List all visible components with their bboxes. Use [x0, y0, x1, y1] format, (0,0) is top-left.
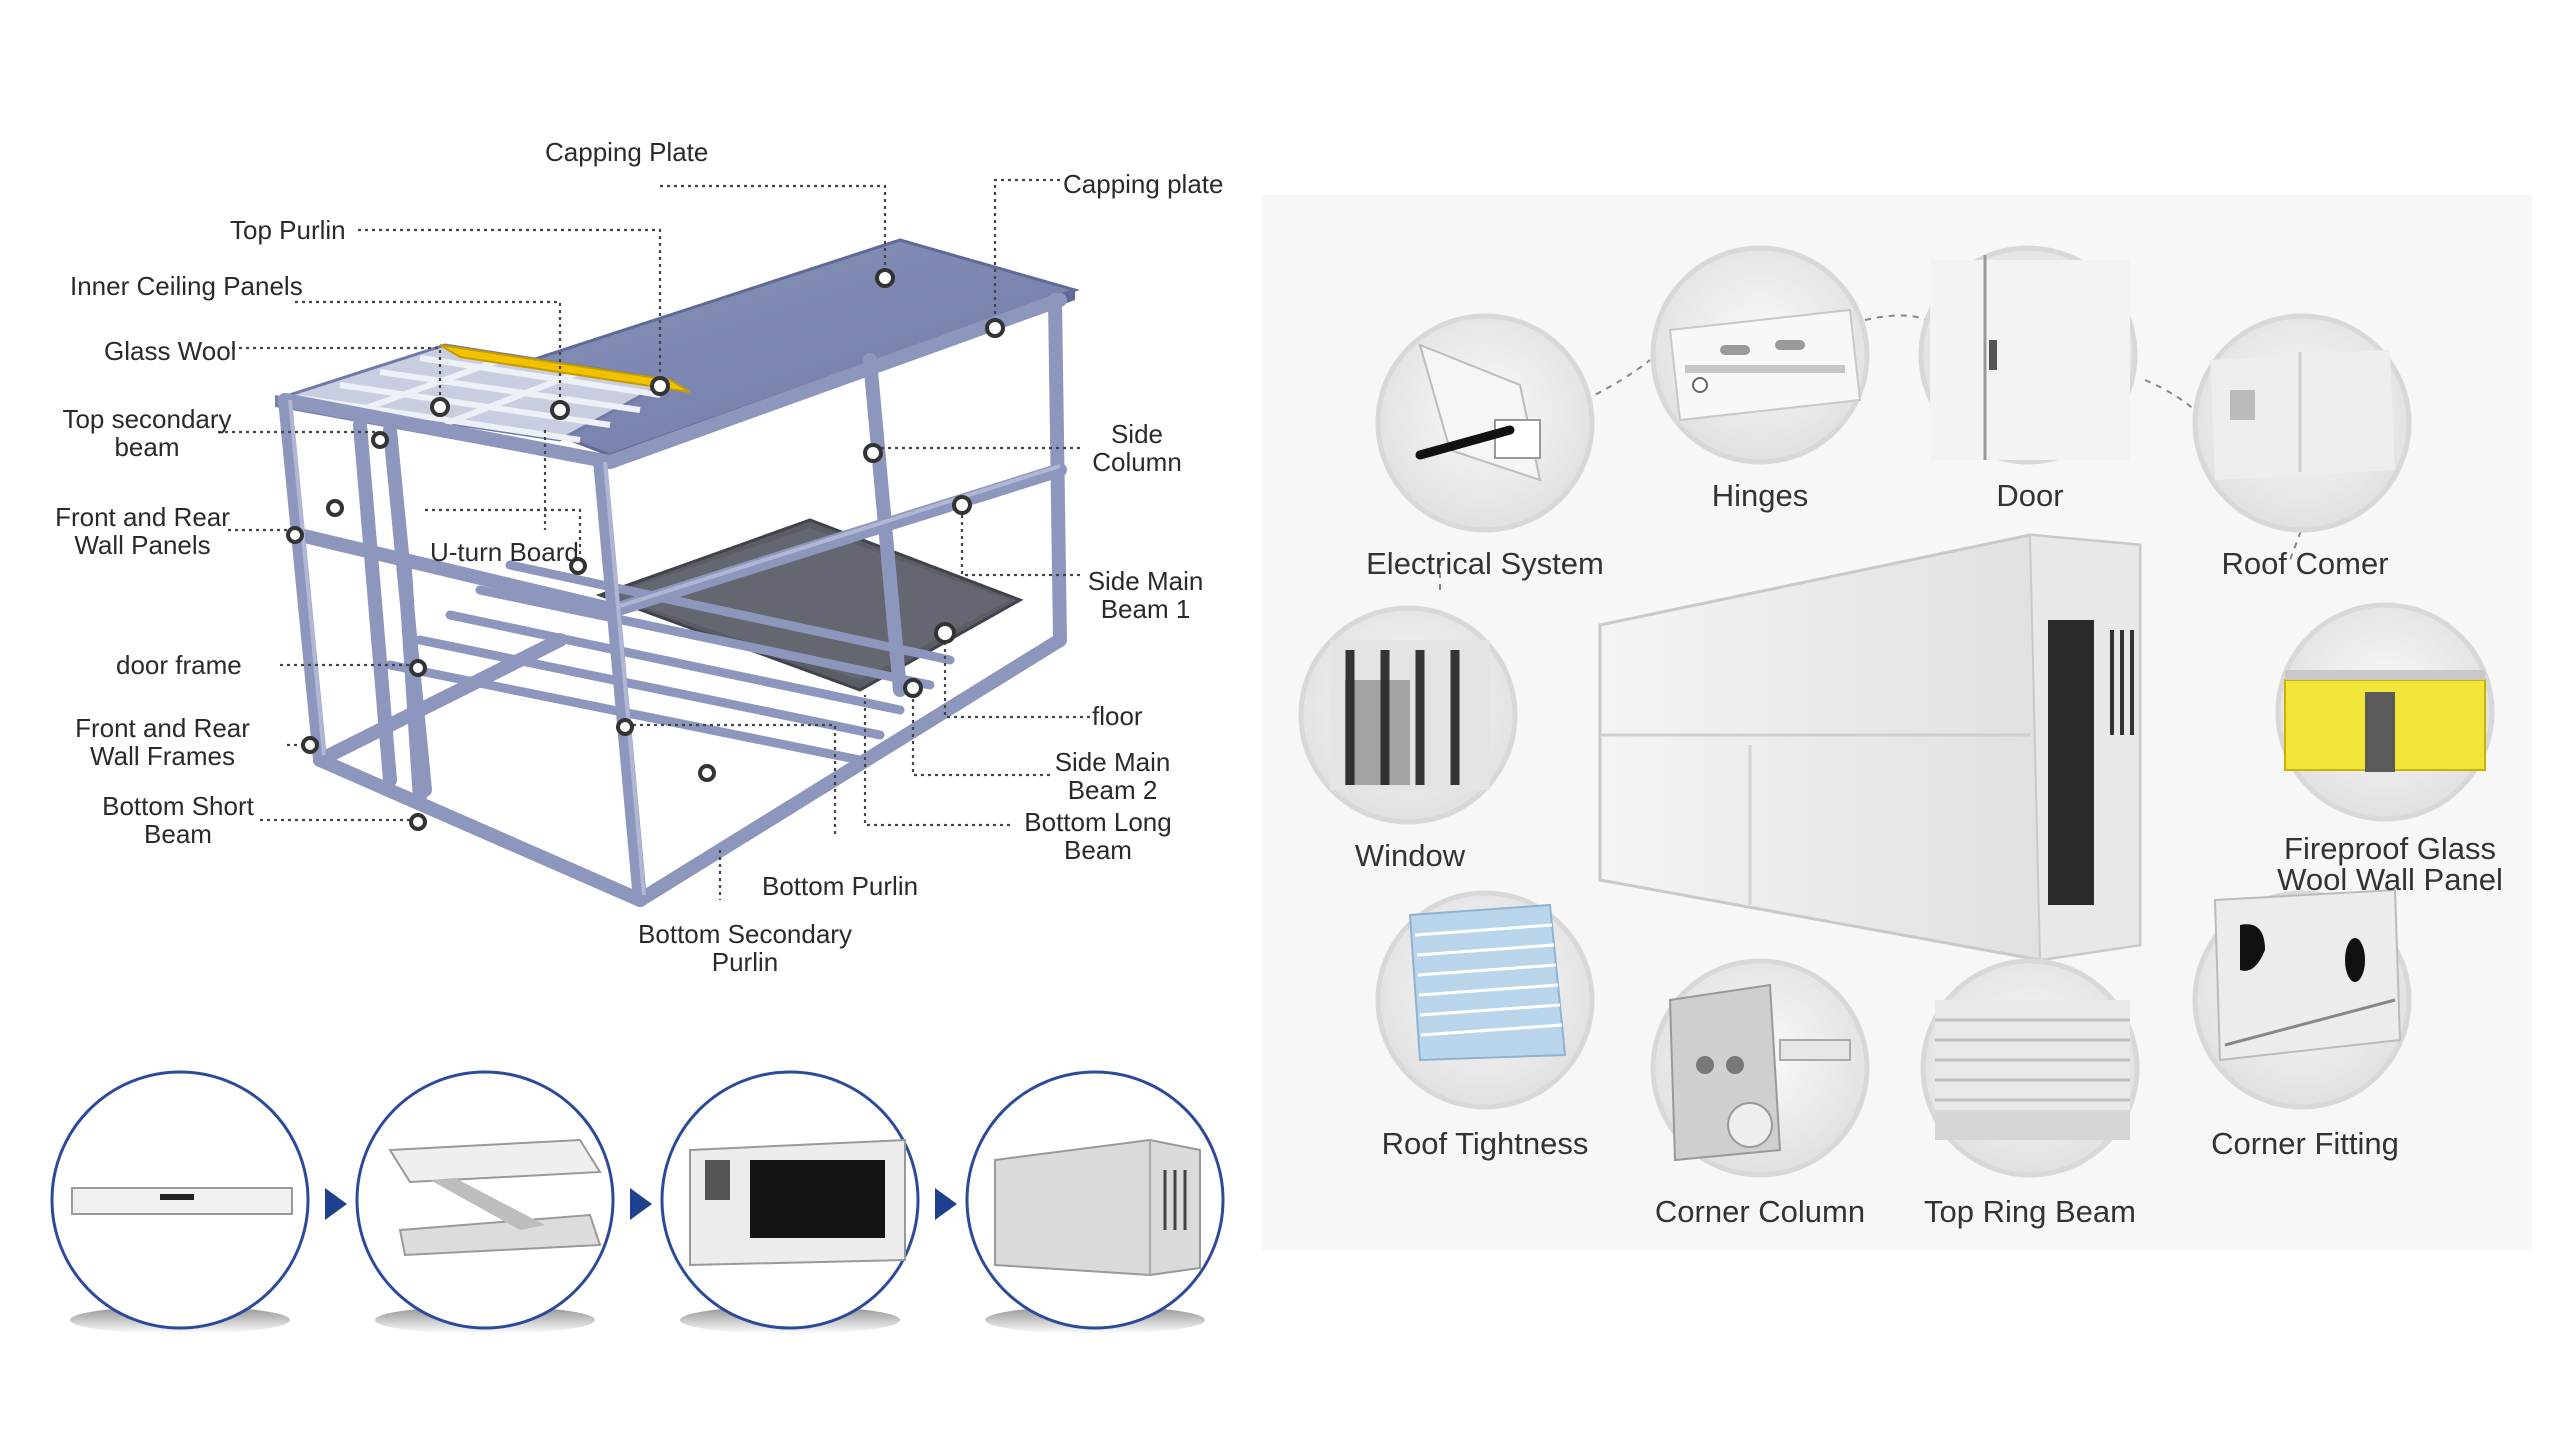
label-capping-plate-right: Capping plate: [1063, 169, 1224, 199]
step-arrow-3: [935, 1188, 957, 1220]
container-frame-diagram: [275, 238, 1080, 907]
label-door-frame: door frame: [116, 650, 242, 680]
label-floor: floor: [1092, 701, 1143, 731]
label-top-secondary-beam-line2: beam: [114, 432, 180, 462]
fold-step-1: [50, 1070, 310, 1334]
label-side-main-beam1-line2: Beam 1: [1100, 594, 1191, 624]
part-circles: [1298, 245, 2495, 1178]
part-label-roof-tightness: Roof Tightness: [1381, 1126, 1589, 1161]
label-wall-frames-line2: Wall Frames: [90, 741, 235, 771]
label-side-column-line1: Side: [1110, 419, 1164, 449]
corner-fitting-photo: [2192, 888, 2412, 1110]
hinges-photo: [1650, 245, 1870, 465]
label-bottom-secondary-purlin-line1: Bottom Secondary: [638, 919, 852, 949]
label-side-main-beam1-line1: Side Main: [1087, 566, 1204, 596]
fireproof-wall-panel-photo: [2275, 602, 2495, 822]
step-arrow-2: [630, 1188, 652, 1220]
door-photo: [1918, 245, 2138, 465]
label-wall-panels-line2: Wall Panels: [74, 530, 211, 560]
part-label-door: Door: [1996, 478, 2064, 513]
fold-step-3: [660, 1070, 920, 1334]
label-inner-ceiling-panels: Inner Ceiling Panels: [70, 271, 303, 301]
label-capping-plate-top: Capping Plate: [545, 137, 709, 167]
label-bottom-short-beam: Bottom Short Beam: [88, 792, 268, 848]
label-top-secondary-beam: Top secondary beam: [52, 405, 242, 461]
label-side-main-beam-2: Side Main Beam 2: [1050, 748, 1175, 804]
fold-step-4: [965, 1070, 1225, 1334]
folding-steps: [50, 1070, 1225, 1334]
part-label-roof-corner: Roof Comer: [2221, 546, 2389, 581]
corner-column-photo: [1650, 958, 1870, 1178]
electrical-system-photo: [1375, 313, 1595, 533]
part-label-fireproof-line2: Wool Wall Panel: [2277, 862, 2503, 897]
label-bottom-short-beam-line2: Beam: [144, 819, 212, 849]
label-bottom-long-beam-line1: Bottom Long: [1024, 807, 1172, 837]
roof-corner-photo: [2192, 313, 2412, 533]
part-label-fireproof-panel: Fireproof Glass Wool Wall Panel: [2240, 833, 2540, 895]
label-bottom-purlin: Bottom Purlin: [762, 871, 919, 901]
label-bottom-secondary-purlin-line2: Purlin: [711, 947, 779, 977]
label-bottom-short-beam-line1: Bottom Short: [102, 791, 254, 821]
part-label-window: Window: [1354, 838, 1466, 873]
part-label-corner-fitting: Corner Fitting: [2211, 1126, 2399, 1161]
part-label-hinges: Hinges: [1711, 478, 1809, 513]
label-wall-frames-line1: Front and Rear: [75, 713, 250, 743]
step-arrow-1: [325, 1188, 347, 1220]
label-side-main-beam-1: Side Main Beam 1: [1083, 567, 1208, 623]
label-side-column: Side Column: [1082, 420, 1192, 476]
label-side-main-beam2-line1: Side Main: [1054, 747, 1171, 777]
label-bottom-long-beam-line2: Beam: [1064, 835, 1132, 865]
part-label-top-ring-beam: Top Ring Beam: [1924, 1194, 2136, 1229]
label-front-rear-wall-panels: Front and Rear Wall Panels: [50, 503, 235, 559]
center-container: [1598, 533, 2142, 962]
glass-wool-strip: [439, 344, 691, 393]
leader-markers: [286, 268, 1005, 831]
label-top-purlin: Top Purlin: [230, 215, 346, 245]
label-wall-panels-line1: Front and Rear: [55, 502, 230, 532]
part-label-corner-column: Corner Column: [1654, 1194, 1866, 1229]
label-front-rear-wall-frames: Front and Rear Wall Frames: [70, 714, 255, 770]
window-photo: [1298, 605, 1518, 825]
leader-lines: [218, 178, 1090, 900]
label-side-column-line2: Column: [1092, 447, 1182, 477]
label-bottom-secondary-purlin: Bottom Secondary Purlin: [630, 920, 860, 976]
label-bottom-long-beam: Bottom Long Beam: [1018, 808, 1178, 864]
label-side-main-beam2-line2: Beam 2: [1067, 775, 1158, 805]
roof-tightness-photo: [1375, 890, 1595, 1110]
frame-members: [278, 293, 1067, 907]
fold-step-2: [355, 1070, 615, 1334]
part-label-electrical-system: Electrical System: [1366, 546, 1604, 581]
label-u-turn-board: U-turn Board: [430, 537, 579, 567]
top-ring-beam-photo: [1920, 958, 2140, 1178]
label-glass-wool: Glass Wool: [104, 336, 237, 366]
part-label-fireproof-line1: Fireproof Glass: [2284, 831, 2496, 866]
label-top-secondary-beam-line1: Top secondary: [62, 404, 232, 434]
